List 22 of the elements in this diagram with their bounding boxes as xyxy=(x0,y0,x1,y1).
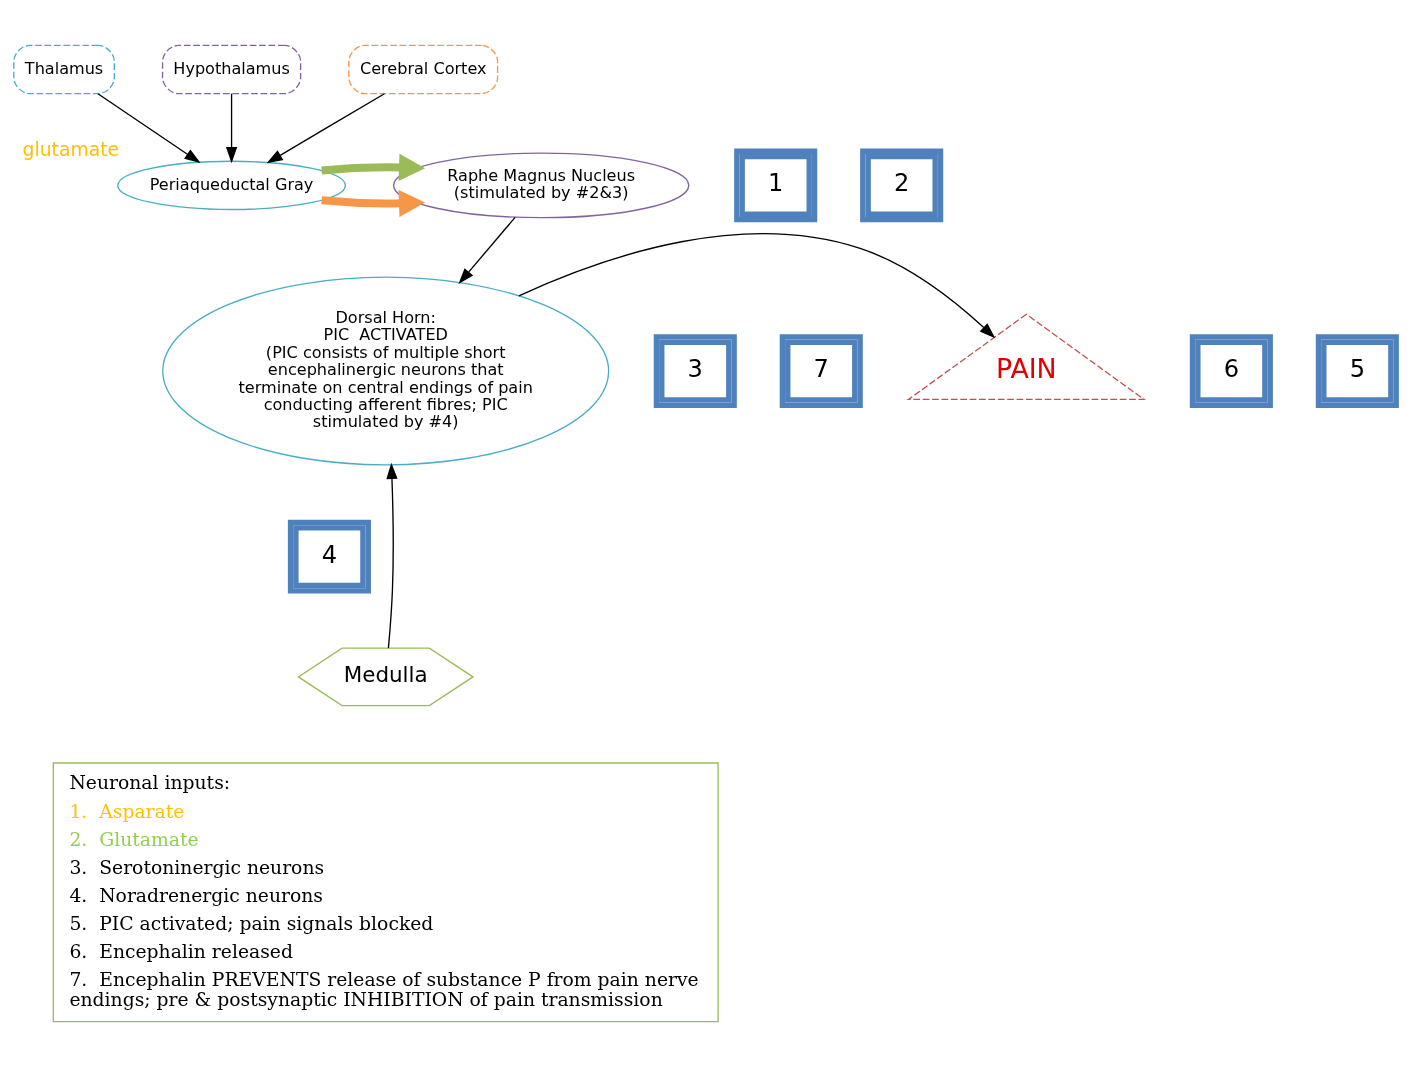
node-box: Hypothalamus xyxy=(161,44,302,94)
arrow xyxy=(321,153,426,181)
node-box: 4 xyxy=(287,519,371,593)
node-box: 1 xyxy=(734,148,818,222)
arrow xyxy=(518,232,996,338)
node-box: 5 xyxy=(1315,333,1399,408)
node-box: 2 xyxy=(860,148,944,222)
node-ellipse: Dorsal Horn: PIC ACTIVATED (PIC consists of multiple short encephalinergic neurons that terminate on central endings of pain conducting afferent fibres; PIC stimulated by #4) xyxy=(162,276,610,466)
node-box: Neuronal inputs: 1. Asparate 2. Glutamate 3. Serotoninergic neurons 4. Noradrenergic neurons 5. PIC activated; pain signals blocked 6. Encephalin released 7. Encephalin PREVENTS release of substance P from pain nerve endings; pre & postsynaptic INHIBITION of pain transmission xyxy=(52,761,719,1022)
node-box: 6 xyxy=(1189,333,1273,408)
node-box: Cerebral Cortex xyxy=(348,44,499,94)
node-box: Thalamus xyxy=(13,44,115,94)
arrow xyxy=(458,216,516,284)
node-label: glutamate xyxy=(22,138,120,160)
arrow xyxy=(266,92,386,163)
arrow xyxy=(386,462,398,649)
arrow xyxy=(97,92,201,163)
arrow xyxy=(321,189,426,217)
node-box: 3 xyxy=(653,333,737,408)
node-box: 7 xyxy=(779,333,863,408)
node-ellipse: Periaqueductal Gray xyxy=(117,160,347,210)
arrow xyxy=(225,92,238,163)
